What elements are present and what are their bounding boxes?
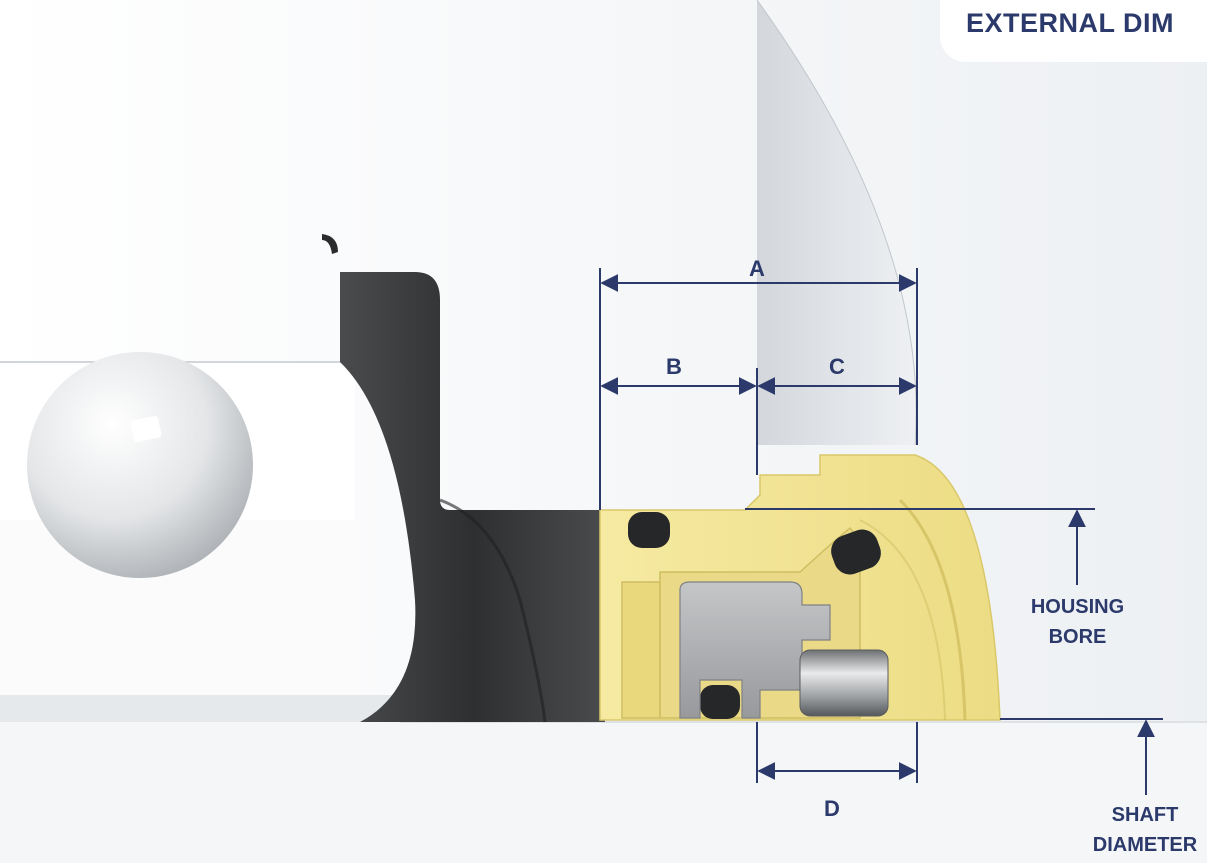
bearing-ball	[27, 352, 253, 578]
housing-bore-line1: HOUSING	[1030, 596, 1125, 618]
dimension-label-c: C	[829, 354, 845, 379]
housing-bore-label: HOUSING BORE	[1010, 592, 1145, 652]
housing-bore-line2: BORE	[1048, 626, 1107, 648]
shaft-diameter-line1: SHAFT	[1111, 804, 1179, 826]
page-title: EXTERNAL DIM	[966, 8, 1175, 38]
shaft-diameter-line2: DIAMETER	[1092, 834, 1198, 856]
housing-shoulder	[340, 272, 605, 722]
dimension-label-b: B	[666, 354, 682, 379]
o-ring-right	[831, 529, 881, 575]
background-curved-surface	[757, 0, 917, 445]
grey-insert	[679, 581, 831, 719]
dimension-label-a: A	[749, 256, 765, 281]
o-ring-bottom	[700, 685, 740, 719]
o-ring-left	[628, 512, 670, 548]
title-tab	[940, 0, 1207, 62]
dimension-label-d: D	[824, 796, 840, 821]
roller	[799, 649, 889, 717]
dimension-lines	[599, 268, 1163, 795]
shaft-diameter-label: SHAFT DIAMETER	[1085, 800, 1205, 860]
